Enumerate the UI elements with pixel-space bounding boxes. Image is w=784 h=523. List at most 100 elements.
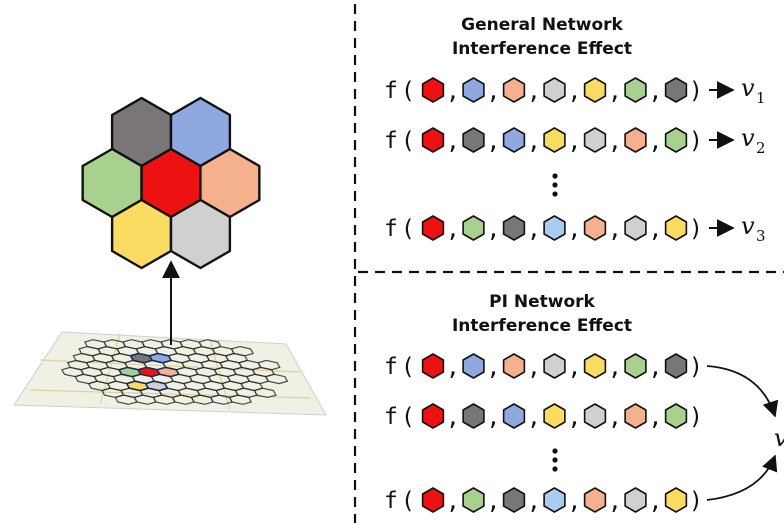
formula-hexagon-yellow	[583, 353, 607, 379]
comma: ,	[527, 79, 541, 105]
formula-hexagon-orange	[583, 487, 607, 513]
comma: ,	[487, 405, 501, 431]
close-paren: )	[689, 78, 703, 104]
pi-arrow-bottom	[706, 454, 778, 501]
comma: ,	[527, 355, 541, 381]
formula-hexagon-orange	[624, 403, 647, 429]
formula-hexagon-red	[421, 215, 445, 241]
open-paren: (	[401, 488, 415, 514]
comma: ,	[649, 405, 663, 431]
open-paren: (	[401, 216, 415, 242]
formula-hexagon-darkgray	[664, 353, 688, 379]
comma: ,	[649, 129, 663, 155]
function-f: f	[384, 78, 398, 104]
formula-hexagon-yellow	[543, 403, 566, 429]
comma: ,	[568, 79, 582, 105]
formula-hexagon-gray	[583, 403, 607, 429]
formula-hexagon-blue	[462, 77, 485, 103]
formula-hexagon-gray	[583, 127, 607, 153]
map-highlight-hexagon	[137, 366, 161, 378]
pi-title-line2: Interference Effect	[452, 316, 632, 336]
open-paren: (	[401, 404, 415, 430]
comma: ,	[608, 129, 622, 155]
function-f: f	[384, 488, 398, 514]
formula-hexagon-gray	[543, 77, 566, 103]
comma: ,	[487, 129, 501, 155]
map-illustration	[13, 331, 327, 416]
ellipsis-dot	[552, 466, 558, 472]
comma: ,	[568, 489, 582, 515]
formula-hexagon-orange	[502, 353, 526, 379]
pi-arrow-top	[706, 365, 779, 418]
output-subscript: 3	[756, 227, 766, 245]
formula-hexagon-blue	[462, 353, 485, 379]
formula-hexagon-red	[421, 487, 445, 513]
close-paren: )	[689, 216, 703, 242]
comma: ,	[446, 489, 460, 515]
comma: ,	[649, 217, 663, 243]
output-subscript: 1	[756, 89, 766, 107]
formula-hexagon-blue	[502, 127, 526, 153]
pi-row: f(,,,,,,)	[384, 403, 703, 431]
general-ellipsis	[552, 173, 558, 197]
map-grid-hexagon	[228, 394, 253, 405]
comma: ,	[568, 129, 582, 155]
ellipsis-dot	[552, 173, 558, 179]
ellipsis-dot	[552, 448, 558, 454]
comma: ,	[446, 405, 460, 431]
formula-hexagon-darkgray	[462, 127, 485, 153]
comma: ,	[649, 489, 663, 515]
formula-hexagon-gray	[624, 487, 647, 513]
formula-hexagon-red	[421, 77, 445, 103]
formula-hexagon-darkgray	[502, 215, 526, 241]
formula-hexagon-lightblue	[543, 487, 566, 513]
formula-hexagon-yellow	[543, 127, 566, 153]
comma: ,	[608, 355, 622, 381]
comma: ,	[446, 355, 460, 381]
formula-hexagon-orange	[583, 215, 607, 241]
comma: ,	[527, 405, 541, 431]
comma: ,	[487, 489, 501, 515]
close-paren: )	[689, 354, 703, 380]
close-paren: )	[689, 128, 703, 154]
pi-title-line1: PI Network	[489, 292, 595, 312]
formula-hexagon-green	[624, 77, 647, 103]
formula-hexagon-green	[462, 215, 485, 241]
formula-hexagon-red	[421, 353, 445, 379]
comma: ,	[487, 217, 501, 243]
comma: ,	[568, 355, 582, 381]
formula-hexagon-darkgray	[502, 487, 526, 513]
output-variable: v	[741, 124, 755, 152]
map-grid-hexagon	[253, 387, 277, 399]
formula-hexagon-red	[421, 127, 445, 153]
comma: ,	[608, 489, 622, 515]
hexagon-cluster	[81, 96, 261, 270]
general-title-line2: Interference Effect	[452, 39, 632, 59]
comma: ,	[608, 217, 622, 243]
function-f: f	[384, 216, 398, 242]
pi-output-variable: v	[774, 424, 784, 452]
comma: ,	[568, 217, 582, 243]
formula-hexagon-orange	[624, 127, 647, 153]
map-hex-grid	[60, 339, 289, 405]
formula-hexagon-blue	[502, 403, 526, 429]
ellipsis-dot	[552, 182, 558, 188]
comma: ,	[527, 489, 541, 515]
map-highlight-hexagon	[148, 352, 173, 364]
function-f: f	[384, 404, 398, 430]
pi-ellipsis	[552, 448, 558, 472]
formula-hexagon-yellow	[664, 487, 688, 513]
close-paren: )	[689, 488, 703, 514]
comma: ,	[446, 79, 460, 105]
formula-hexagon-orange	[502, 77, 526, 103]
formula-hexagon-yellow	[664, 215, 688, 241]
formula-hexagon-yellow	[583, 77, 607, 103]
map-grid-hexagon	[264, 373, 289, 385]
comma: ,	[608, 405, 622, 431]
output-variable: v	[741, 74, 755, 102]
map-highlight-hexagon	[117, 366, 142, 378]
